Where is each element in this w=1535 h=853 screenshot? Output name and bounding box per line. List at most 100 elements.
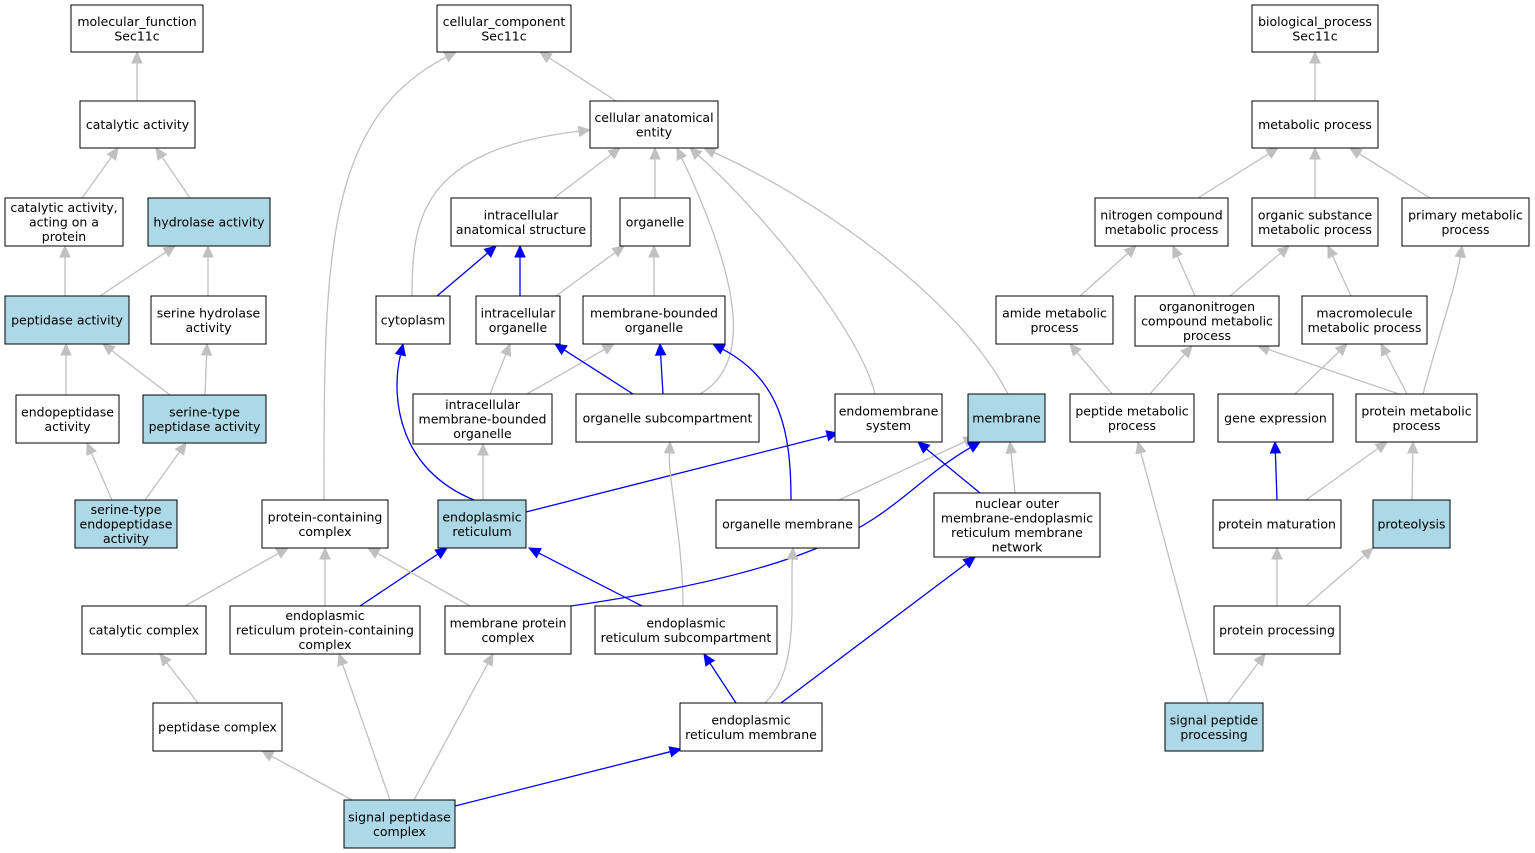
node-label-line: protein — [42, 229, 86, 244]
node-osc[interactable]: organelle subcompartment — [575, 393, 760, 443]
arrow-head — [1271, 546, 1283, 560]
node-org[interactable]: organelle — [619, 197, 691, 247]
node-box — [933, 492, 1101, 558]
edge-line — [1422, 256, 1461, 395]
edge-pepmp-to-oncmp — [1149, 345, 1193, 395]
node-label-line: catalytic activity, — [10, 200, 117, 215]
node-cat[interactable]: catalytic activity — [79, 100, 196, 149]
node-label-line: entity — [636, 124, 673, 139]
arrow-head — [102, 343, 116, 356]
arrow-head — [482, 652, 494, 667]
arrow-head — [1309, 146, 1321, 160]
node-box — [1094, 197, 1229, 247]
node-prot[interactable]: proteolysis — [1372, 499, 1451, 549]
node-label-line: membrane-bounded — [590, 305, 718, 320]
arrow-head — [131, 50, 143, 64]
arrow-head — [319, 546, 331, 560]
node-pep[interactable]: peptidase activity — [4, 295, 130, 345]
edge-line — [538, 552, 643, 607]
arrow-head — [60, 342, 72, 356]
edge-line — [184, 552, 279, 607]
node-label-line: complex — [299, 637, 352, 652]
node-label-line: activity — [103, 531, 150, 546]
node-box — [582, 295, 726, 345]
edge-cyt-to-ias — [436, 245, 497, 297]
arrow-head — [86, 441, 97, 456]
edge-prmp-to-mmp — [1380, 342, 1408, 395]
edge-line — [525, 435, 828, 513]
node-box — [436, 4, 572, 53]
node-box — [147, 197, 271, 247]
node-label-line: reticulum — [452, 524, 511, 539]
arrow-head — [1253, 653, 1266, 667]
arrow-head — [1069, 343, 1082, 357]
node-box — [589, 100, 719, 149]
node-pmat[interactable]: protein maturation — [1212, 499, 1342, 549]
arrow-head — [1334, 343, 1348, 357]
edge-pproc-to-pmat — [1271, 546, 1283, 606]
arrow-head — [1348, 147, 1363, 159]
edge-line — [323, 56, 447, 501]
edge-line — [709, 662, 737, 704]
node-label-line: metabolic process — [1105, 222, 1219, 237]
edge-line — [1411, 452, 1414, 501]
node-catc[interactable]: catalytic complex — [81, 605, 207, 655]
node-pproc[interactable]: protein processing — [1213, 605, 1341, 655]
node-box — [1134, 295, 1280, 347]
node-label-line: endoplasmic — [711, 712, 790, 727]
edge-line — [926, 448, 981, 494]
node-label-line: amide metabolic — [1002, 305, 1107, 320]
arrow-head — [527, 547, 542, 559]
node-box — [450, 197, 592, 247]
node-box — [261, 499, 389, 549]
node-hyd[interactable]: hydrolase activity — [147, 197, 271, 247]
node-nom[interactable]: nuclear outermembrane-endoplasmicreticul… — [933, 492, 1101, 558]
node-label-line: peptidase activity — [149, 419, 261, 434]
edge-pmat-to-ge — [1269, 440, 1282, 501]
node-label-line: membrane — [972, 411, 1041, 426]
node-cyt[interactable]: cytoplasm — [375, 295, 451, 345]
arrow-head — [1309, 50, 1321, 64]
node-ge[interactable]: gene expression — [1217, 393, 1334, 443]
node-box — [1372, 499, 1451, 549]
edge-erpcc-to-pcc — [319, 546, 331, 606]
node-label-line: endopeptidase — [80, 517, 173, 532]
node-mem[interactable]: membrane — [967, 393, 1046, 443]
edge-mpc-to-pcc — [366, 547, 471, 607]
arrow-head — [1454, 244, 1466, 259]
node-met[interactable]: metabolic process — [1251, 100, 1379, 149]
node-pepc[interactable]: peptidase complex — [152, 702, 283, 752]
node-om[interactable]: organelle membrane — [715, 499, 860, 549]
node-box — [150, 295, 267, 345]
